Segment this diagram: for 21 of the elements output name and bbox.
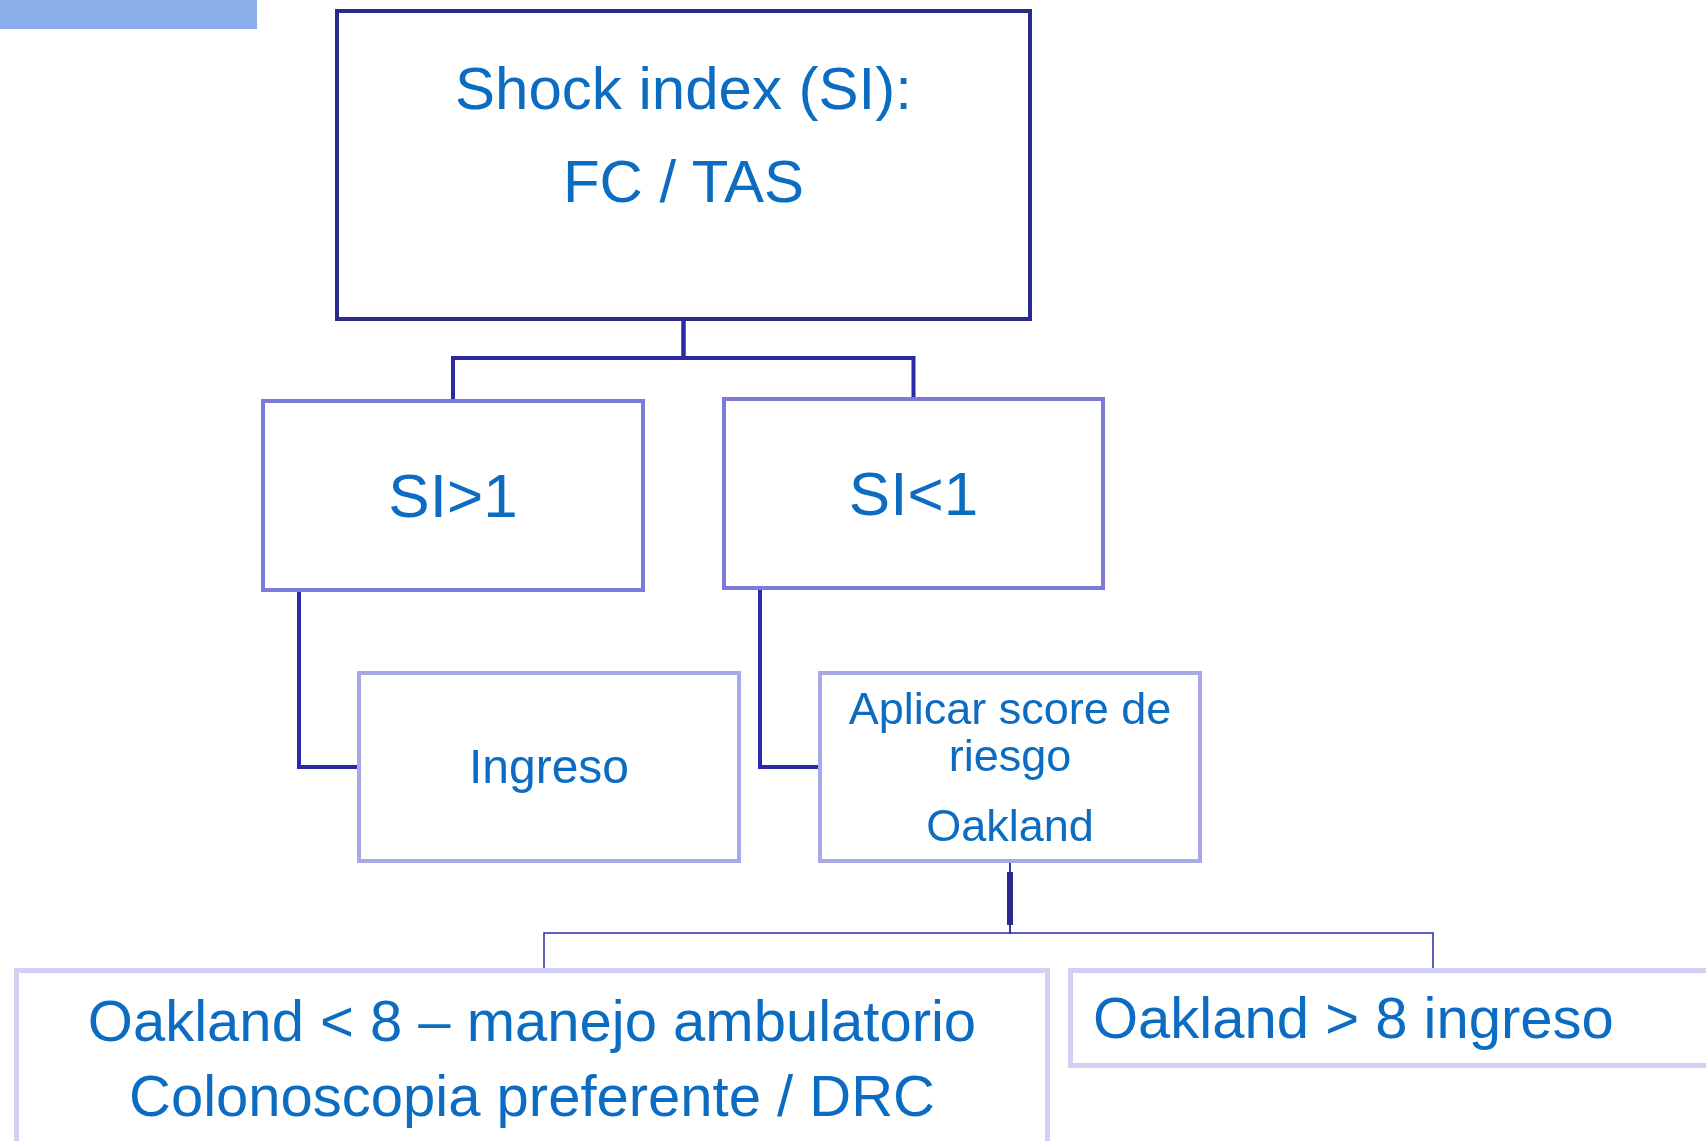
connector-line [1009,862,1434,969]
box-text: Colonoscopia preferente / DRC [129,1065,935,1127]
box-heading: Shock index (SI): [455,57,912,120]
score-box [818,671,1202,863]
box-text: Oakland [926,801,1094,849]
box-text: FC / TAS [562,150,805,213]
outcome-box [357,671,741,863]
condition-box [722,397,1105,590]
box-text: Oakland > 8 ingreso [1093,987,1614,1049]
box-text: SI<1 [848,460,979,527]
box-heading: Aplicar score de riesgo [847,685,1173,780]
formula-box [335,9,1032,321]
connector-line [758,590,818,769]
connector-line [681,321,916,397]
outcome-box [14,968,1050,1141]
condition-box [261,399,645,592]
box-heading: Oakland < 8 – manejo ambulatorio [87,991,977,1052]
outcome-box [1068,968,1706,1068]
connector-line [297,592,357,769]
box-text: Ingreso [468,741,630,793]
box-text: SI>1 [388,462,518,529]
